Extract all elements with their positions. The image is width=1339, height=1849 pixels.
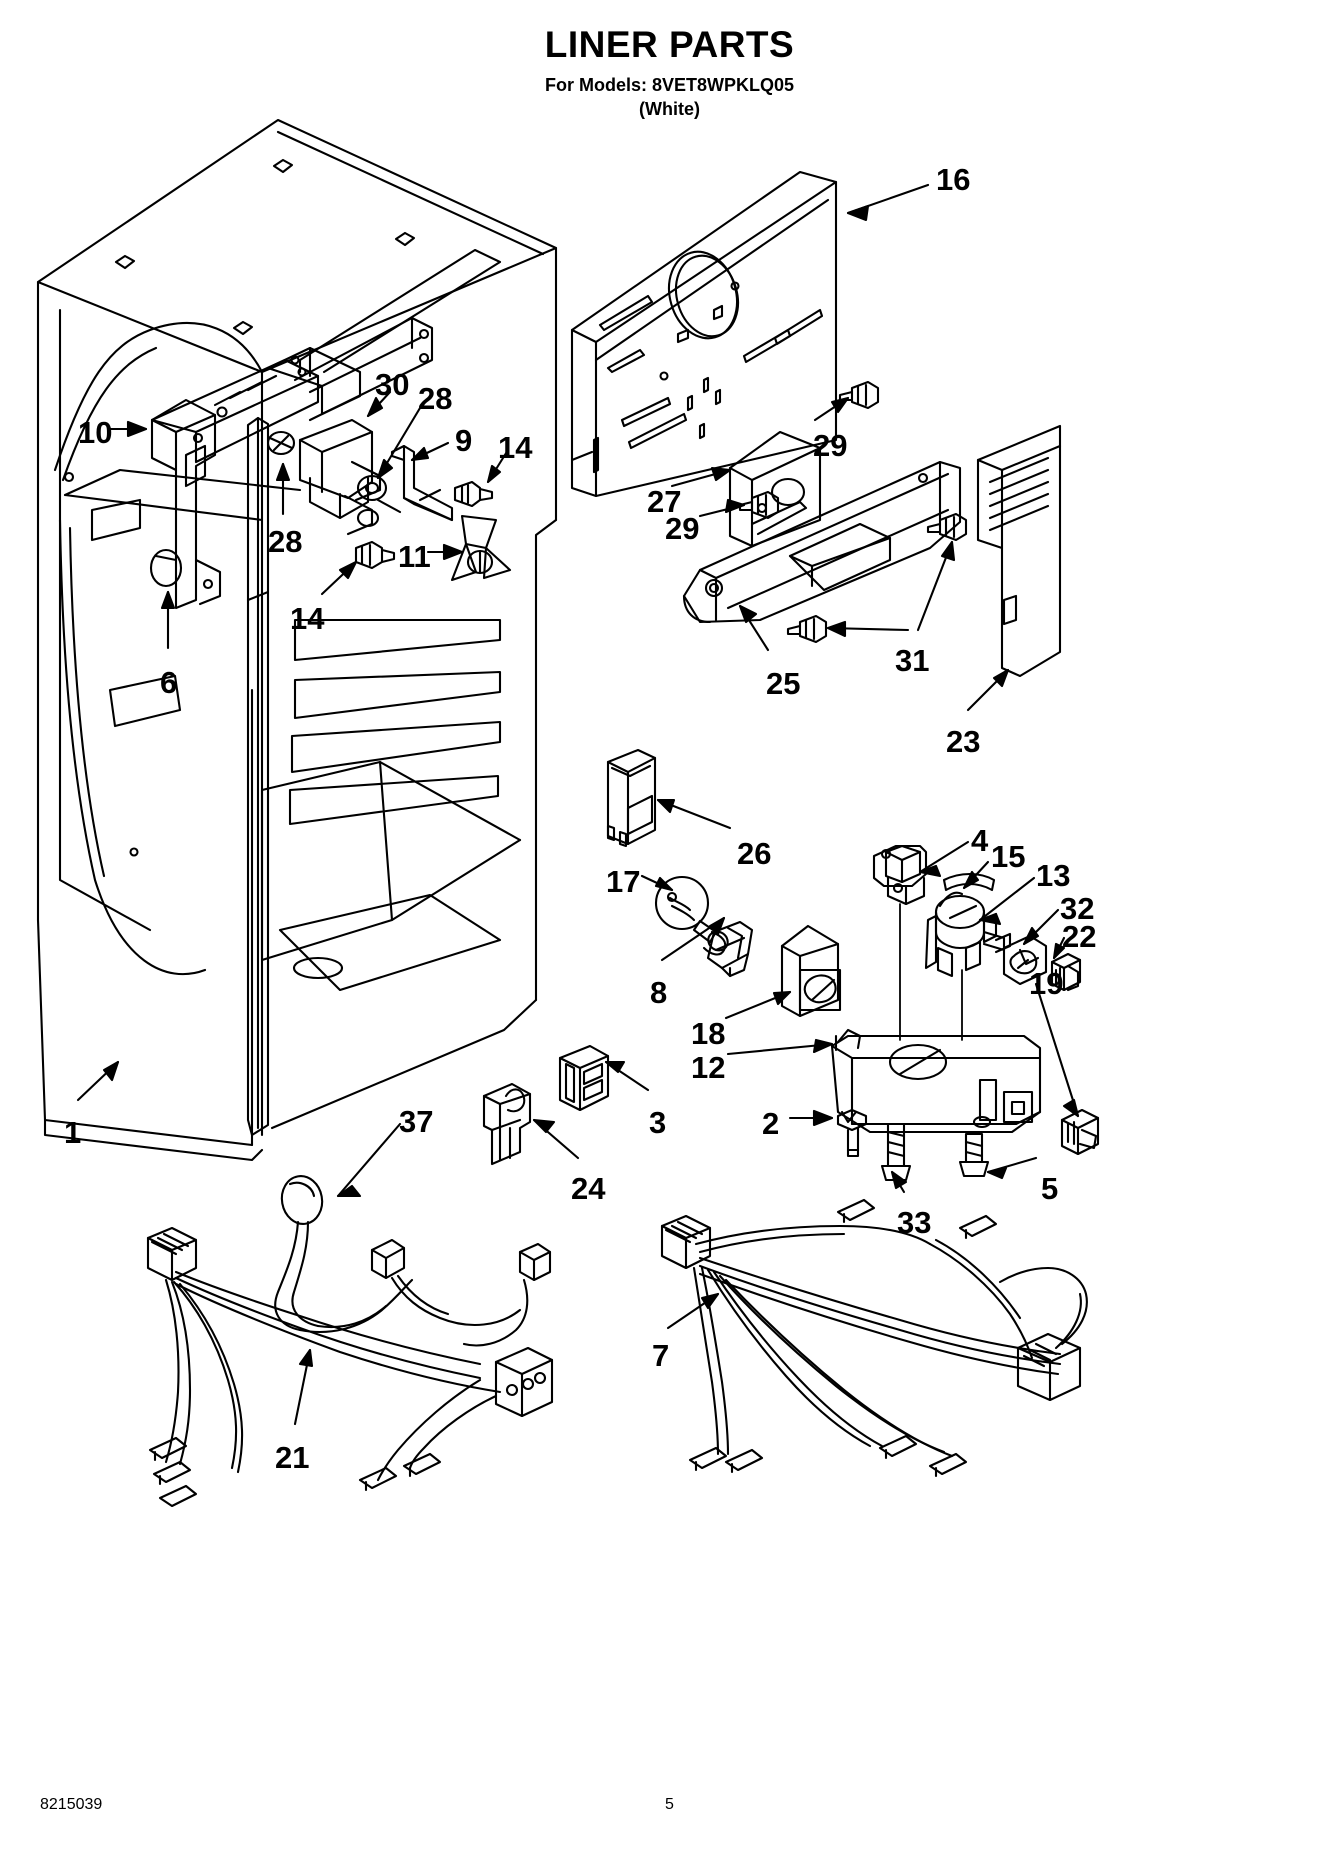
part-5-screw (958, 1132, 990, 1178)
callout-1[interactable]: 1 (64, 1115, 82, 1150)
callout-13[interactable]: 13 (1036, 858, 1071, 893)
part-28-bushing (266, 430, 296, 456)
callout-6[interactable]: 6 (160, 665, 178, 700)
callout-29-lower[interactable]: 29 (665, 511, 700, 546)
part-18-light-shield (780, 924, 842, 1018)
cabinet-top-detail (114, 158, 502, 374)
part-22-bushing (1050, 952, 1082, 992)
callout-37[interactable]: 37 (399, 1104, 434, 1139)
footer-part-number: 8215039 (40, 1796, 103, 1813)
callout-23[interactable]: 23 (946, 724, 981, 759)
part-27-bracket (728, 430, 822, 548)
part-21-harness (146, 1220, 554, 1508)
callout-18[interactable]: 18 (691, 1016, 726, 1051)
part-6-plug (149, 548, 183, 588)
callout-21[interactable]: 21 (275, 1440, 310, 1475)
model-subtitle: For Models: 8VET8WPKLQ05 (544, 74, 795, 95)
part-30-grommet (356, 474, 388, 502)
callout-14-bottom[interactable]: 14 (290, 601, 325, 636)
callout-22[interactable]: 22 (1062, 919, 1097, 954)
callout-28-top[interactable]: 28 (418, 381, 453, 416)
callout-25[interactable]: 25 (766, 666, 801, 701)
part-14-screw-lower (354, 540, 396, 570)
part-26-terminal-block (606, 748, 657, 848)
callout-30[interactable]: 30 (375, 367, 410, 402)
part-24-relay (482, 1082, 532, 1166)
part-15-seal (942, 872, 996, 892)
part-30-motor (298, 418, 402, 536)
callout-17[interactable]: 17 (606, 864, 641, 899)
callout-19[interactable]: 19 (1029, 966, 1064, 1001)
part-7-harness (660, 1198, 1088, 1478)
callout-15[interactable]: 15 (991, 839, 1026, 874)
part-14-screw-upper (453, 480, 494, 508)
callout-8[interactable]: 8 (650, 975, 668, 1010)
page-title: LINER PARTS (544, 24, 795, 65)
callout-9[interactable]: 9 (455, 423, 473, 458)
part-29-screw-upper (838, 380, 880, 410)
callout-24[interactable]: 24 (571, 1171, 606, 1206)
part-29-screw-lower (738, 490, 780, 520)
part-10-bracket (150, 398, 222, 610)
part-37-grommet (280, 1175, 324, 1225)
callout-11[interactable]: 11 (398, 539, 431, 574)
part-28-rail-lower (246, 416, 270, 1137)
footer-page-number: 5 (665, 1796, 674, 1813)
callout-32[interactable]: 32 (1060, 891, 1095, 926)
part-31-screw-lower (786, 614, 828, 644)
document-footer: 8215039 5 (0, 1796, 1339, 1826)
callout-14-top[interactable]: 14 (498, 430, 533, 465)
part-3-connector (558, 1044, 610, 1112)
callout-28-bottom[interactable]: 28 (268, 524, 303, 559)
part-19-clip (1060, 1108, 1100, 1156)
callout-16[interactable]: 16 (936, 162, 971, 197)
part-8-socket (706, 920, 754, 978)
part-23-side-panel (976, 424, 1062, 678)
part-25-base-pan (682, 460, 962, 624)
part-28-rail-upper (150, 316, 434, 464)
cabinet-liner-outline (36, 118, 558, 1162)
part-2-push-rivet (836, 1108, 868, 1158)
callout-5[interactable]: 5 (1041, 1171, 1059, 1206)
document-header: LINER PARTS For Models: 8VET8WPKLQ05 (Wh… (0, 0, 1339, 119)
liner-interior (53, 308, 522, 992)
callout-3[interactable]: 3 (649, 1105, 667, 1140)
callout-33[interactable]: 33 (897, 1205, 932, 1240)
leader-lines (76, 183, 1080, 1426)
part-33-screw (880, 1122, 912, 1182)
part-12-drain-tray (830, 1028, 1042, 1134)
callout-10[interactable]: 10 (78, 415, 113, 450)
color-variant: (White) (639, 98, 700, 119)
part-9-wire-bracket (390, 444, 454, 522)
part-31-screw-upper (926, 512, 968, 542)
callout-31[interactable]: 31 (895, 643, 930, 678)
callout-26[interactable]: 26 (737, 836, 772, 871)
part-11-fan-blade (450, 514, 512, 582)
part-16-rear-panel (570, 170, 838, 498)
callout-27[interactable]: 27 (647, 484, 682, 519)
callout-4[interactable]: 4 (971, 823, 989, 858)
callout-29-upper[interactable]: 29 (813, 428, 848, 463)
callout-2[interactable]: 2 (762, 1106, 780, 1141)
callout-7[interactable]: 7 (652, 1338, 670, 1373)
callout-12[interactable]: 12 (691, 1050, 726, 1085)
part-4-control (872, 844, 928, 1041)
